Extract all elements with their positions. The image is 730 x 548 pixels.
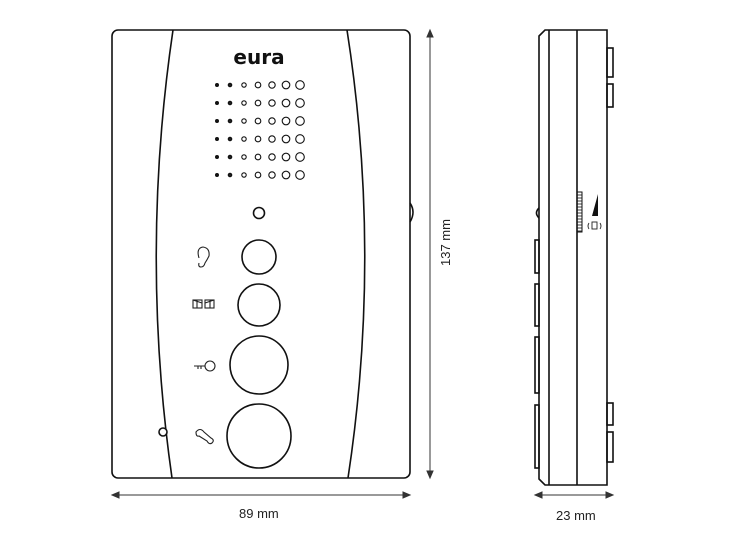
front-body-outline	[111, 29, 411, 479]
ear-icon	[197, 246, 210, 268]
grille-hole	[254, 135, 262, 143]
grille-hole	[281, 98, 291, 108]
grille-hole	[227, 82, 233, 88]
speaker-grille	[215, 80, 305, 180]
grille-hole	[227, 100, 233, 106]
microphone-hole	[158, 427, 168, 437]
grille-hole	[295, 152, 305, 162]
handset-icon	[195, 428, 214, 445]
grille-hole	[254, 171, 262, 179]
grille-hole	[281, 152, 291, 162]
status-led	[252, 206, 266, 220]
grille-hole	[295, 80, 305, 90]
grille-hole	[215, 101, 219, 105]
width-label: 89 mm	[239, 506, 279, 521]
grille-hole	[295, 134, 305, 144]
handset-button[interactable]	[226, 403, 292, 469]
grille-hole	[281, 80, 291, 90]
grille-hole	[268, 153, 276, 161]
grille-hole	[241, 154, 247, 160]
grille-hole	[215, 155, 219, 159]
gate-button[interactable]	[237, 283, 281, 327]
ringer-icon	[587, 221, 602, 230]
brand-logo: eura	[233, 45, 284, 69]
listen-button[interactable]	[241, 239, 277, 275]
grille-hole	[268, 81, 276, 89]
grille-hole	[241, 100, 247, 106]
grille-hole	[241, 82, 247, 88]
door-unlock-button[interactable]	[229, 335, 289, 395]
grille-hole	[227, 172, 233, 178]
front-right-curve	[346, 29, 366, 479]
grille-hole	[215, 83, 219, 87]
depth-label: 23 mm	[556, 508, 596, 523]
grille-hole	[268, 135, 276, 143]
grille-hole	[281, 170, 291, 180]
grille-hole	[215, 119, 219, 123]
grille-hole	[268, 171, 276, 179]
grille-hole	[268, 99, 276, 107]
grille-hole	[227, 154, 233, 160]
side-knob	[409, 202, 414, 223]
grille-hole	[268, 117, 276, 125]
front-left-curve	[155, 29, 174, 479]
side-view	[534, 29, 614, 486]
grille-hole	[241, 118, 247, 124]
gate-icon	[192, 299, 215, 309]
side-body-outline	[538, 29, 608, 486]
grille-hole	[281, 134, 291, 144]
grille-hole	[254, 81, 262, 89]
height-label: 137 mm	[438, 219, 453, 266]
volume-wheel-ridges	[577, 194, 582, 232]
volume-wheel[interactable]	[576, 191, 583, 233]
volume-ramp-icon	[592, 194, 598, 216]
grille-hole	[227, 136, 233, 142]
grille-hole	[227, 118, 233, 124]
grille-hole	[254, 153, 262, 161]
grille-hole	[241, 172, 247, 178]
grille-hole	[215, 173, 219, 177]
grille-hole	[215, 137, 219, 141]
key-icon	[194, 360, 216, 372]
grille-hole	[254, 117, 262, 125]
grille-hole	[295, 170, 305, 180]
grille-hole	[281, 116, 291, 126]
grille-hole	[295, 116, 305, 126]
grille-hole	[254, 99, 262, 107]
grille-hole	[295, 98, 305, 108]
grille-hole	[241, 136, 247, 142]
